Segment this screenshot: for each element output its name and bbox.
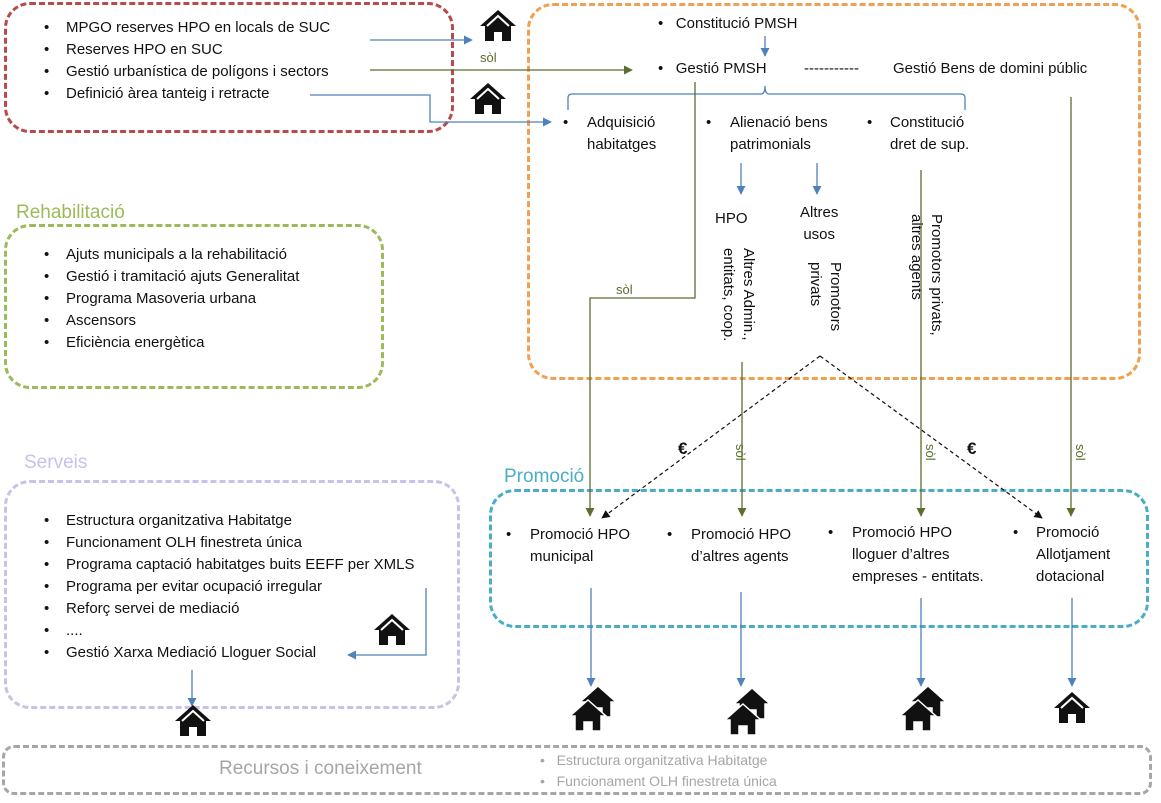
- list-item: Funcionament OLH finestreta única: [42, 532, 415, 554]
- top-left-list: MPGO reserves HPO en locals de SUC Reser…: [42, 17, 330, 105]
- house-icon: [723, 702, 763, 736]
- list-item: Estructura organitzativa Habitatge: [42, 510, 415, 532]
- pmsh-dret: •: [867, 114, 873, 131]
- pmsh-constitucio: • Constitució PMSH: [658, 15, 798, 32]
- promocio-title: Promoció: [504, 466, 585, 487]
- house-icon: [480, 10, 516, 41]
- list-item: Reserves HPO en SUC: [42, 39, 330, 61]
- pmsh-hpo: HPO: [715, 210, 748, 227]
- sol-label-left: sòl: [616, 282, 633, 297]
- arrow-tanteig: [310, 94, 552, 127]
- house-icon: [898, 698, 938, 732]
- list-item: Ajuts municipals a la rehabilitació: [42, 244, 299, 266]
- arrow-euro-right: [819, 355, 1043, 519]
- list-item: Programa captació habitatges buits EEFF …: [42, 554, 415, 576]
- list-item: Programa Masoveria urbana: [42, 288, 299, 310]
- promocio-item-4-bullet: •: [1013, 524, 1019, 541]
- list-item: Gestió urbanística de polígons i sectors: [42, 61, 330, 83]
- list-item: Ascensors: [42, 310, 299, 332]
- pmsh-gestio: • Gestió PMSH: [658, 60, 767, 77]
- promocio-item-3-bullet: •: [828, 524, 834, 541]
- list-item: MPGO reserves HPO en locals de SUC: [42, 17, 330, 39]
- list-item: Gestió i tramitació ajuts Generalitat: [42, 266, 299, 288]
- house-icon: [374, 614, 410, 645]
- pmsh-box: [527, 3, 1141, 380]
- recursos-item: • Funcionament OLH finestreta única: [540, 773, 777, 789]
- serveis-box: [4, 480, 460, 709]
- house-icon: [175, 705, 211, 736]
- euro-label-right: €: [967, 439, 977, 458]
- pmsh-adquisicio: •: [563, 114, 569, 131]
- promocio-item-2-bullet: •: [667, 526, 673, 543]
- sol-label-top: sòl: [480, 50, 497, 65]
- house-icon: [470, 83, 506, 114]
- arrow-xarxa: [347, 588, 427, 660]
- list-item: Definició àrea tanteig i retracte: [42, 83, 330, 105]
- rehab-box: [4, 224, 384, 389]
- promocio-item-1-bullet: •: [506, 526, 512, 543]
- house-icon: [568, 698, 608, 732]
- arrow-euro-left: [601, 355, 821, 519]
- top-left-box: [4, 2, 454, 133]
- brace: [567, 85, 966, 110]
- list-item: Gestió Xarxa Mediació Lloguer Social: [42, 642, 415, 664]
- pmsh-dashes: -----------: [804, 60, 859, 77]
- promocio-box: [489, 489, 1149, 628]
- list-item: ....: [42, 620, 415, 642]
- pmsh-bens: Gestió Bens de domini públic: [893, 60, 1088, 77]
- list-item: Programa per evitar ocupació irregular: [42, 576, 415, 598]
- house-icon: [1054, 692, 1090, 723]
- recursos-title: Recursos i coneixement: [219, 758, 422, 779]
- pmsh-alienacio: •: [706, 114, 712, 131]
- rehab-list: Ajuts municipals a la rehabilitació Gest…: [42, 244, 299, 354]
- rehab-title: Rehabilitació: [16, 202, 125, 223]
- arrow-sol-municipal: [585, 82, 696, 517]
- euro-label-left: €: [678, 439, 688, 458]
- recursos-box: [2, 745, 1152, 795]
- serveis-list: Estructura organitzativa Habitatge Funci…: [42, 510, 415, 664]
- list-item: Eficiència energètica: [42, 332, 299, 354]
- serveis-title: Serveis: [24, 452, 88, 473]
- list-item: Reforç servei de mediació: [42, 598, 415, 620]
- recursos-item: • Estructura organitzativa Habitatge: [540, 752, 768, 768]
